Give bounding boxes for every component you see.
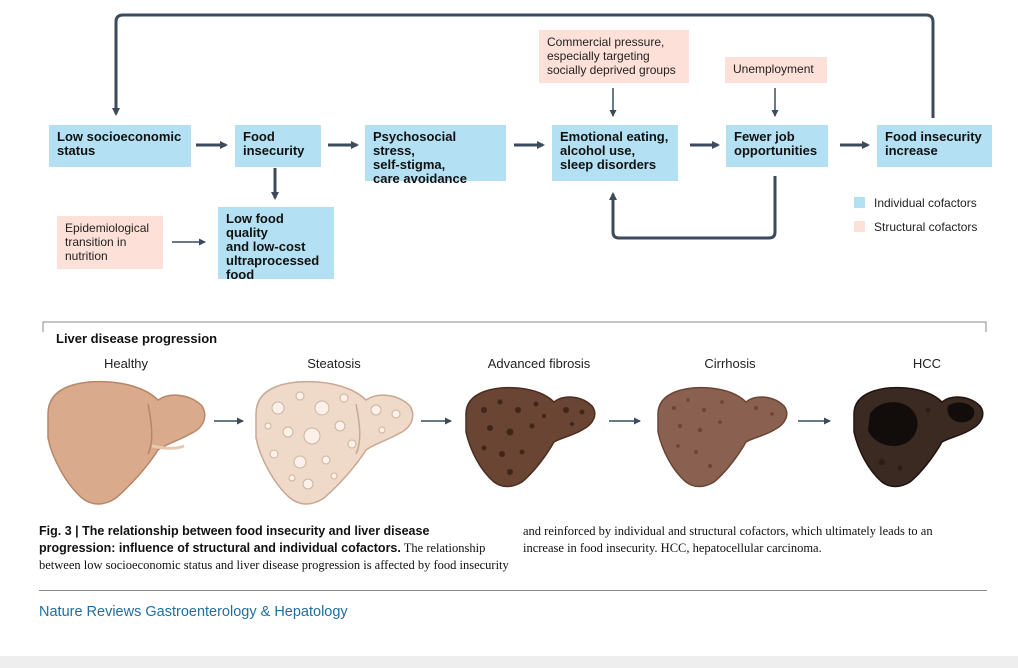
legend-label-individual: Individual cofactors (874, 196, 977, 210)
liver-healthy-illustration (47, 380, 206, 505)
box-epidemiological-transition: Epidemiological transition in nutrition (57, 216, 163, 269)
feedback-loop-arrow (112, 13, 935, 118)
liver-cirrhosis-illustration (657, 386, 788, 488)
liver-steatosis-illustration (255, 380, 414, 505)
legend-swatch-individual (854, 197, 865, 208)
box-fewer-job-opportunities: Fewer job opportunities (726, 125, 828, 167)
figure-caption-left: Fig. 3 | The relationship between food i… (39, 523, 509, 574)
journal-name[interactable]: Nature Reviews Gastroenterology & Hepato… (39, 604, 348, 620)
liver-progression-title: Liver disease progression (56, 331, 218, 346)
box-unemployment: Unemployment (725, 57, 827, 83)
stage-label-advanced-fibrosis: Advanced fibrosis (487, 356, 591, 371)
caption-left-text: The relationship between low socioeconom… (39, 541, 509, 572)
liver-advanced-fibrosis-illustration (465, 386, 596, 488)
footer-band (0, 656, 1018, 668)
figure-caption-right: and reinforced by individual and structu… (523, 524, 933, 555)
caption-bold: Fig. 3 | The relationship between food i… (39, 524, 430, 555)
stage-label-healthy: Healthy (103, 356, 149, 371)
arrow-jobs-to-emo (609, 176, 777, 240)
box-psychosocial-stress: Psychosocial stress, self-stigma, care a… (365, 125, 506, 186)
stage-label-cirrhosis: Cirrhosis (704, 356, 756, 371)
section-bracket (42, 321, 987, 332)
box-food-insecurity: Food insecurity (235, 125, 321, 167)
legend-label-structural: Structural cofactors (874, 220, 978, 234)
box-commercial-pressure: Commercial pressure, especially targetin… (539, 30, 689, 83)
box-food-insecurity-increase: Food insecurity increase (877, 125, 992, 167)
stage-label-steatosis: Steatosis (307, 356, 361, 371)
legend-swatch-structural (854, 221, 865, 232)
footer-divider (39, 590, 987, 591)
box-low-food-quality: Low food quality and low-cost ultraproce… (218, 207, 334, 282)
liver-hcc-illustration (853, 386, 984, 488)
stage-label-hcc: HCC (912, 356, 942, 371)
box-low-socioeconomic-status: Low socioeconomic status (49, 125, 191, 167)
box-emotional-eating: Emotional eating, alcohol use, sleep dis… (552, 125, 678, 181)
